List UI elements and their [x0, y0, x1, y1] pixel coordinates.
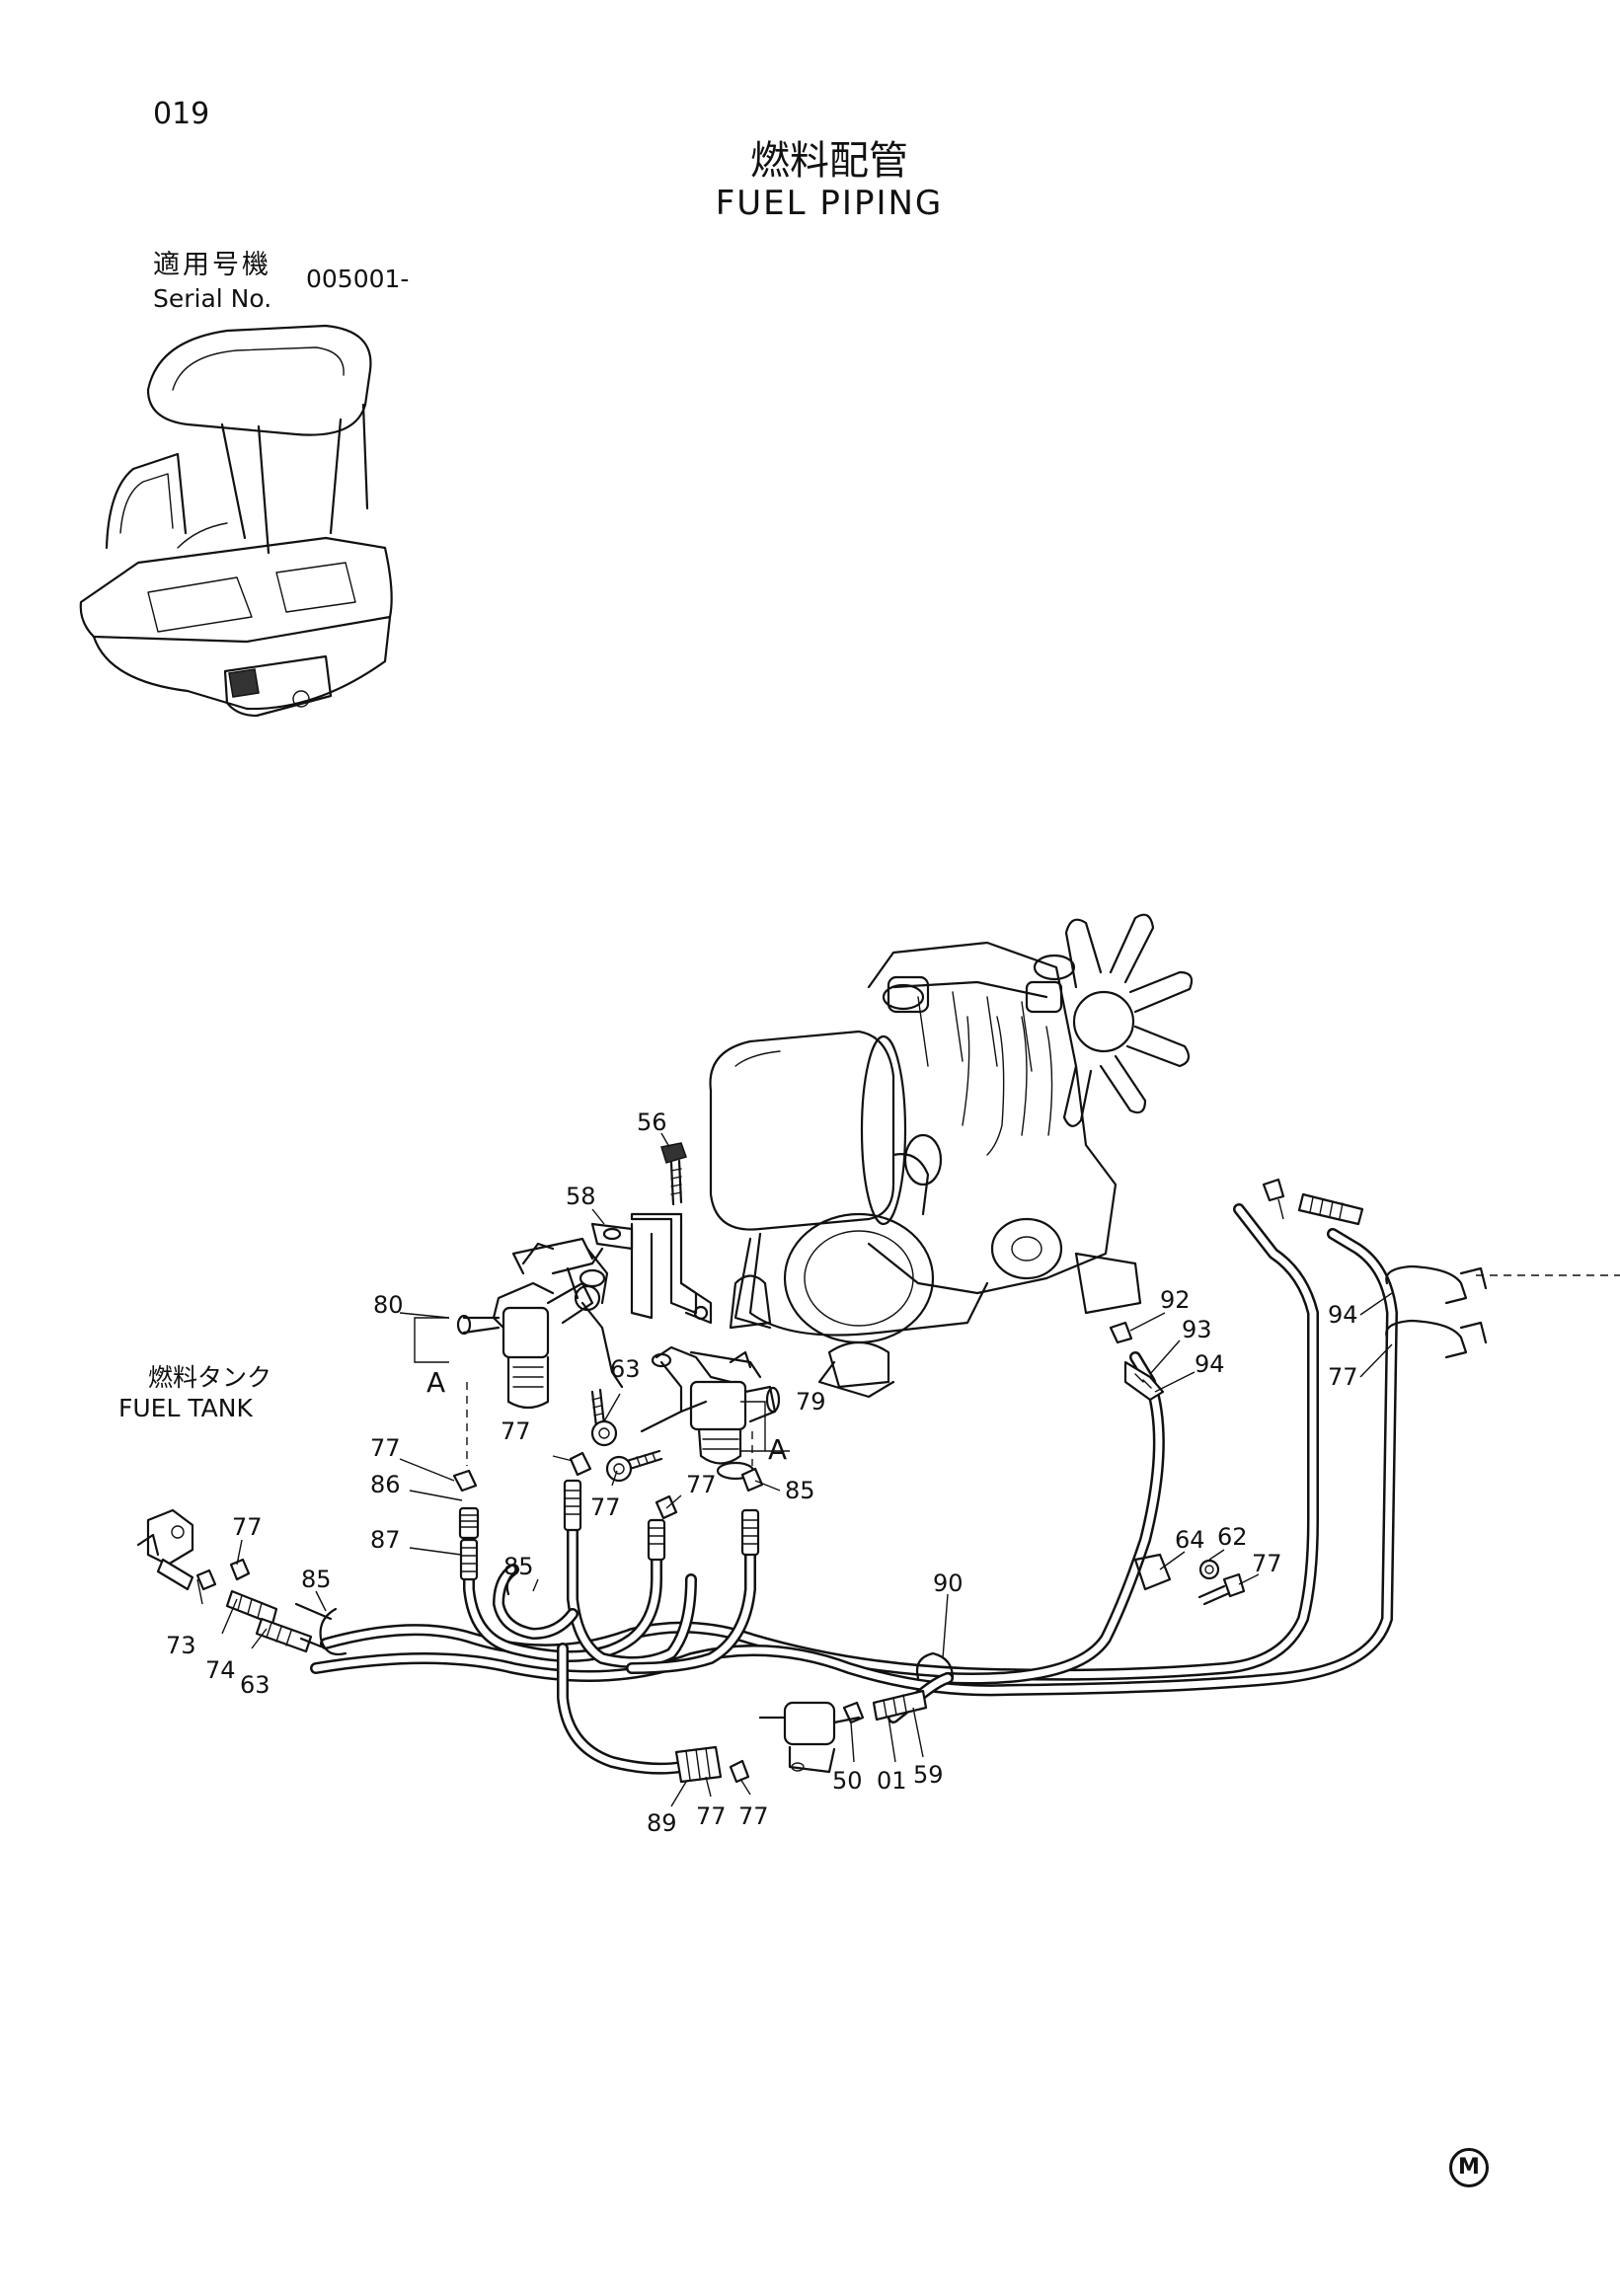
callout-01: 59 — [913, 1761, 944, 1789]
callout-85-left: 85 — [301, 1566, 332, 1593]
callout-77-c: 77 — [232, 1513, 263, 1541]
fuel-filter-upper — [456, 1237, 624, 1410]
callout-77-h: 50 — [832, 1767, 863, 1795]
hose-fitting-92-93 — [1123, 1360, 1165, 1402]
fuel-tank-label-japanese: 燃料タンク — [148, 1363, 272, 1392]
callout-56: 56 — [637, 1109, 667, 1136]
machine-thumbnail — [79, 324, 393, 718]
group-bracket-79 — [740, 1401, 766, 1452]
callout-63-lower: 77 — [590, 1493, 621, 1521]
clamps — [195, 1178, 1285, 1784]
callout-93: 94 — [1195, 1350, 1225, 1378]
callout-77-g: 77 — [738, 1802, 769, 1830]
callout-73: 74 — [205, 1656, 236, 1684]
bracket — [590, 1212, 713, 1325]
callout-90: 89 — [647, 1809, 677, 1837]
callout-50: 01 — [877, 1767, 907, 1795]
callout-85-center: 85 — [503, 1553, 534, 1580]
callout-63-upper: 63 — [610, 1355, 641, 1383]
manufacturer-mark: M — [1449, 2148, 1489, 2187]
callout-89: 77 — [696, 1802, 727, 1830]
callout-79: 79 — [796, 1388, 826, 1416]
callout-77-e: 77 — [686, 1471, 717, 1498]
fuel-pump — [674, 1701, 861, 1784]
fuel-hoses — [310, 1203, 1398, 1775]
callout-80: 80 — [373, 1291, 404, 1319]
callout-85-right: 90 — [933, 1569, 964, 1597]
hose-fitting-center-left — [563, 1479, 582, 1532]
serial-range: 005001- — [306, 265, 410, 293]
callout-77-b: 77 — [501, 1417, 531, 1445]
page-title: FUEL PIPING — [715, 184, 944, 223]
bolt-63-lower — [605, 1449, 663, 1483]
callout-77-i: 92 — [1160, 1286, 1191, 1314]
callout-77-a: 77 — [370, 1434, 401, 1462]
serial-label: Serial No. — [153, 284, 272, 313]
page-title-japanese: 燃料配管 — [750, 138, 908, 184]
hose-fitting-right — [740, 1508, 760, 1557]
bolt-63-upper — [590, 1388, 618, 1447]
callout-77-f: 85 — [785, 1477, 815, 1504]
callout-92: 93 — [1182, 1316, 1212, 1343]
callout-77-d: 73 — [166, 1632, 196, 1659]
callout-74: 63 — [240, 1671, 270, 1699]
bolt — [660, 1142, 687, 1206]
callout-86: 86 — [370, 1471, 401, 1498]
callout-87: 87 — [370, 1526, 401, 1554]
callout-62: 77 — [1252, 1550, 1282, 1577]
hose-fitting-engine-right — [1297, 1192, 1364, 1226]
hose-fitting-87 — [459, 1538, 479, 1581]
clip-94-upper — [1385, 1264, 1488, 1305]
callout-59: 64 — [1175, 1526, 1205, 1554]
callout-94-lower: 77 — [1328, 1363, 1358, 1391]
page-number: 019 — [153, 97, 210, 131]
hose-fitting-86 — [458, 1506, 480, 1540]
serial-label-japanese: 適用号機 — [153, 250, 271, 280]
callout-64: 62 — [1217, 1523, 1248, 1551]
detail-marker-a-left: A — [426, 1366, 445, 1399]
pump-outlet-fitting — [872, 1689, 928, 1722]
engine — [709, 913, 1194, 1399]
tank-outlet-fittings — [136, 1508, 333, 1653]
callout-labels: 56 58 80 A 63 79 A 77 77 86 87 85 77 74 … — [166, 1109, 1358, 1837]
callout-58: 58 — [566, 1183, 596, 1210]
group-bracket-80 — [414, 1317, 449, 1363]
callout-94-upper: 94 — [1328, 1301, 1358, 1329]
fuel-tank-label: FUEL TANK — [118, 1394, 253, 1422]
leader-lines — [196, 1132, 1393, 1807]
pipe-clamp-bracket — [1133, 1553, 1246, 1606]
clip-94-lower — [1385, 1319, 1488, 1359]
fuel-filter-lower — [640, 1345, 781, 1481]
hose-fitting-center — [647, 1518, 666, 1562]
detail-marker-a-right: A — [768, 1433, 787, 1466]
